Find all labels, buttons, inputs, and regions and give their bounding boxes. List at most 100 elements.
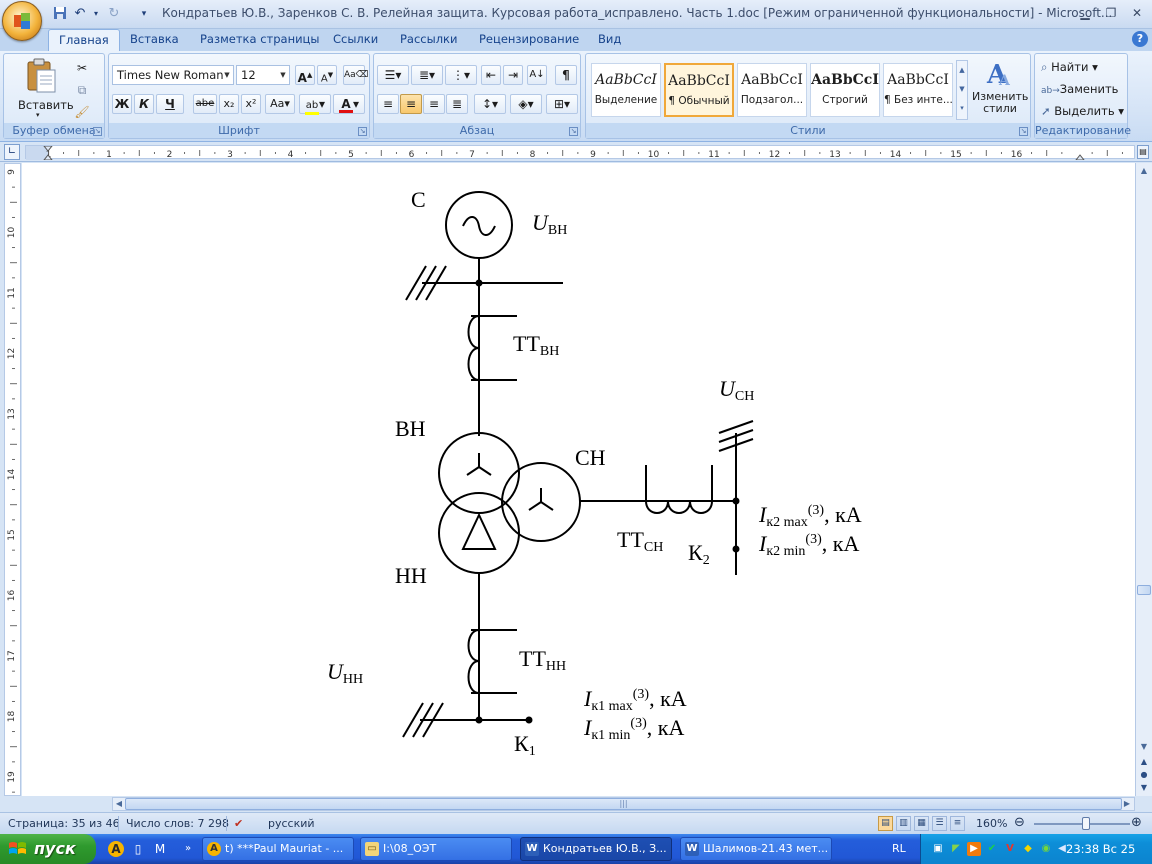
minimize-button[interactable]: ▁ xyxy=(1080,6,1090,20)
horizontal-ruler[interactable]: 112345678910111213141516 xyxy=(25,145,1135,160)
office-button[interactable] xyxy=(2,1,42,41)
document-area[interactable]: С UВН ТТВН ВН СН НН UСН ТТСН К2 Iк2 max(… xyxy=(22,163,1135,796)
help-icon[interactable]: ? xyxy=(1132,31,1148,47)
language-indicator[interactable]: русский xyxy=(268,817,315,830)
scroll-down-icon[interactable]: ▼ xyxy=(1140,742,1148,751)
close-button[interactable]: ✕ xyxy=(1131,6,1143,20)
multilevel-list-icon[interactable]: ⋮▾ xyxy=(445,65,477,85)
paragraph-launcher-icon[interactable]: ↘ xyxy=(569,127,578,136)
subscript-button[interactable]: x₂ xyxy=(219,94,239,114)
bold-button[interactable]: Ж xyxy=(112,94,132,114)
font-color-button[interactable]: A▾ xyxy=(333,94,365,114)
bullets-icon[interactable]: ☰▾ xyxy=(377,65,409,85)
align-left-icon[interactable]: ≡ xyxy=(377,94,399,114)
tray-warning-icon[interactable]: ◆ xyxy=(1024,843,1032,854)
grow-font-button[interactable]: A▲ xyxy=(295,65,315,85)
redo-icon[interactable]: ↻ xyxy=(108,6,120,21)
task-player[interactable]: A t) ***Paul Mauriat - ... xyxy=(202,837,354,861)
scroll-right-icon[interactable]: ▶ xyxy=(1123,799,1131,808)
vertical-scrollbar[interactable]: ▲ ▼ ▲ ● ▼ xyxy=(1135,163,1152,796)
shading-icon[interactable]: ◈▾ xyxy=(510,94,542,114)
style-normal[interactable]: AaBbCcI ¶ Обычный xyxy=(664,63,734,117)
superscript-button[interactable]: x² xyxy=(241,94,261,114)
shrink-font-button[interactable]: A▼ xyxy=(317,65,337,85)
style-subtitle[interactable]: AaBbCcI Подзагол... xyxy=(737,63,807,117)
font-size-combo[interactable]: 12 ▼ xyxy=(236,65,290,85)
find-button[interactable]: ⌕ Найти ▾ xyxy=(1041,60,1098,74)
change-styles-button[interactable]: A A Изменить стили xyxy=(972,58,1028,122)
more-quicklaunch-icon[interactable]: » xyxy=(184,843,192,854)
select-browse-object-icon[interactable]: ● xyxy=(1140,770,1148,779)
tab-home[interactable]: Главная xyxy=(48,29,120,51)
tab-mailings[interactable]: Рассылки xyxy=(400,32,458,46)
web-layout-icon[interactable]: ▦ xyxy=(914,816,929,831)
word-count[interactable]: Число слов: 7 298 xyxy=(126,817,229,830)
sort-icon[interactable]: A↓ xyxy=(527,65,547,85)
justify-icon[interactable]: ≣ xyxy=(446,94,468,114)
change-case-button[interactable]: Aa▾ xyxy=(265,94,295,114)
task-word-2[interactable]: W Шалимов-21.43 мет... xyxy=(680,837,832,861)
style-strong[interactable]: AaBbCcI Строгий xyxy=(810,63,880,117)
align-center-icon[interactable]: ≡ xyxy=(400,94,422,114)
styles-scroll[interactable]: ▲▼▾ xyxy=(956,60,968,120)
tray-nvidia-icon[interactable]: ◉ xyxy=(1041,843,1051,854)
view-ruler-icon[interactable]: ▤ xyxy=(1137,145,1149,159)
increase-indent-icon[interactable]: ⇥ xyxy=(503,65,523,85)
style-emphasis[interactable]: AaBbCcI Выделение xyxy=(591,63,661,117)
tray-antivirus-icon[interactable]: V xyxy=(1006,843,1014,854)
page-count[interactable]: Страница: 35 из 46 xyxy=(8,817,120,830)
zoom-level[interactable]: 160% xyxy=(976,817,1008,830)
line-spacing-icon[interactable]: ↕▾ xyxy=(474,94,506,114)
clipboard-launcher-icon[interactable]: ↘ xyxy=(93,127,102,136)
undo-icon[interactable]: ↶ xyxy=(74,6,86,21)
select-button[interactable]: ➚ Выделить ▾ xyxy=(1041,104,1125,118)
tab-page-layout[interactable]: Разметка страницы xyxy=(200,32,320,46)
strikethrough-button[interactable]: abe xyxy=(193,94,217,114)
draft-view-icon[interactable]: ≡ xyxy=(950,816,965,831)
tab-selector-icon[interactable]: ∟ xyxy=(4,144,20,160)
customize-qat-icon[interactable]: ▾ xyxy=(141,9,147,19)
spelling-check-icon[interactable]: ✔ xyxy=(234,817,244,830)
tray-network-icon[interactable]: ◤ xyxy=(952,843,960,854)
numbering-icon[interactable]: ≣▾ xyxy=(411,65,443,85)
notepad-icon[interactable]: ▯ xyxy=(134,842,142,856)
task-folder[interactable]: ▭ I:\08_ОЭТ xyxy=(360,837,512,861)
vertical-scroll-thumb[interactable] xyxy=(1137,585,1151,595)
tab-review[interactable]: Рецензирование xyxy=(479,32,580,46)
undo-dropdown-icon[interactable]: ▾ xyxy=(93,9,98,18)
full-screen-reading-icon[interactable]: ▥ xyxy=(896,816,911,831)
clear-formatting-icon[interactable]: Aa⌫ xyxy=(343,65,368,85)
italic-button[interactable]: К xyxy=(134,94,154,114)
style-no-spacing[interactable]: AaBbCcI ¶ Без инте... xyxy=(883,63,953,117)
paste-button[interactable]: Вставить ▾ xyxy=(18,58,74,119)
next-page-icon[interactable]: ▼ xyxy=(1140,783,1148,792)
highlight-button[interactable]: ab▾ xyxy=(299,94,331,115)
font-launcher-icon[interactable]: ↘ xyxy=(358,127,367,136)
scroll-up-icon[interactable]: ▲ xyxy=(1140,166,1148,175)
previous-page-icon[interactable]: ▲ xyxy=(1140,757,1148,766)
replace-button[interactable]: ab→Заменить xyxy=(1041,82,1118,96)
document-page[interactable]: С UВН ТТВН ВН СН НН UСН ТТСН К2 Iк2 max(… xyxy=(22,163,1135,796)
show-formatting-icon[interactable]: ¶ xyxy=(555,65,577,85)
task-word-active[interactable]: W Кондратьев Ю.В., З... xyxy=(520,837,672,861)
cut-icon[interactable]: ✂ xyxy=(76,61,88,75)
horizontal-scroll-thumb[interactable]: ||| xyxy=(125,798,1122,810)
tray-volume-icon[interactable]: ◀ xyxy=(1058,843,1066,854)
zoom-slider-knob[interactable] xyxy=(1082,817,1090,830)
clock[interactable]: 23:38 Вс 25 xyxy=(1066,842,1136,856)
underline-button[interactable]: Ч xyxy=(156,94,184,114)
tray-media-icon[interactable]: ▶ xyxy=(967,842,981,856)
borders-icon[interactable]: ⊞▾ xyxy=(546,94,578,114)
styles-launcher-icon[interactable]: ↘ xyxy=(1019,127,1028,136)
horizontal-scroll-track[interactable]: ◀ ||| ▶ xyxy=(112,797,1135,811)
tab-references[interactable]: Ссылки xyxy=(333,32,379,46)
tab-insert[interactable]: Вставка xyxy=(130,32,179,46)
keyboard-language[interactable]: RL xyxy=(892,842,906,855)
outline-view-icon[interactable]: ☰ xyxy=(932,816,947,831)
total-commander-icon[interactable]: M xyxy=(154,842,166,856)
tab-view[interactable]: Вид xyxy=(598,32,622,46)
align-right-icon[interactable]: ≡ xyxy=(423,94,445,114)
zoom-out-icon[interactable]: ⊖ xyxy=(1014,815,1025,830)
aimp-icon[interactable]: A xyxy=(108,841,124,857)
